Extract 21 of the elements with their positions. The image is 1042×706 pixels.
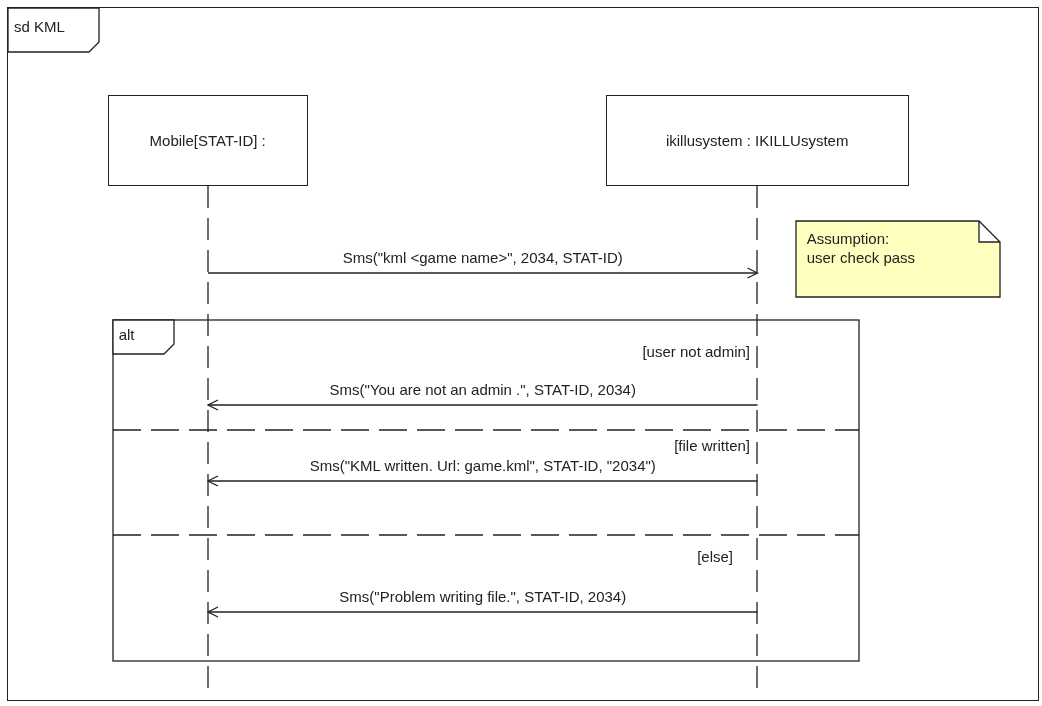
message-label: Sms("kml <game name>", 2034, STAT-ID) (340, 249, 625, 267)
frame-title: sd KML (14, 18, 65, 36)
guard-condition: [user not admin] (641, 343, 751, 361)
note (794, 219, 1001, 298)
lifeline-head (107, 94, 308, 186)
guard-condition: [file written] (673, 437, 751, 455)
message-label: Sms("KML written. Url: game.kml", STAT-ID, "2034") (307, 457, 658, 475)
message-arrow (207, 606, 759, 618)
frame-title: alt (118, 325, 135, 344)
participant-name: ikillusystem : IKILLUsystem (665, 131, 849, 149)
note-text: user check pass (806, 248, 916, 267)
message-label: Sms("Problem writing file.", STAT-ID, 2034) (337, 588, 629, 606)
guard-condition: [else] (696, 548, 734, 566)
message-arrow (207, 267, 759, 279)
message-arrow (207, 475, 759, 487)
message-arrow (207, 399, 759, 411)
diagram-frame (7, 7, 1039, 701)
participant-name: Mobile[STAT-ID] : (149, 131, 266, 149)
lifeline-head (605, 94, 909, 186)
note-text: Assumption: (806, 229, 890, 248)
message-label: Sms("You are not an admin .", STAT-ID, 2034) (327, 381, 638, 399)
